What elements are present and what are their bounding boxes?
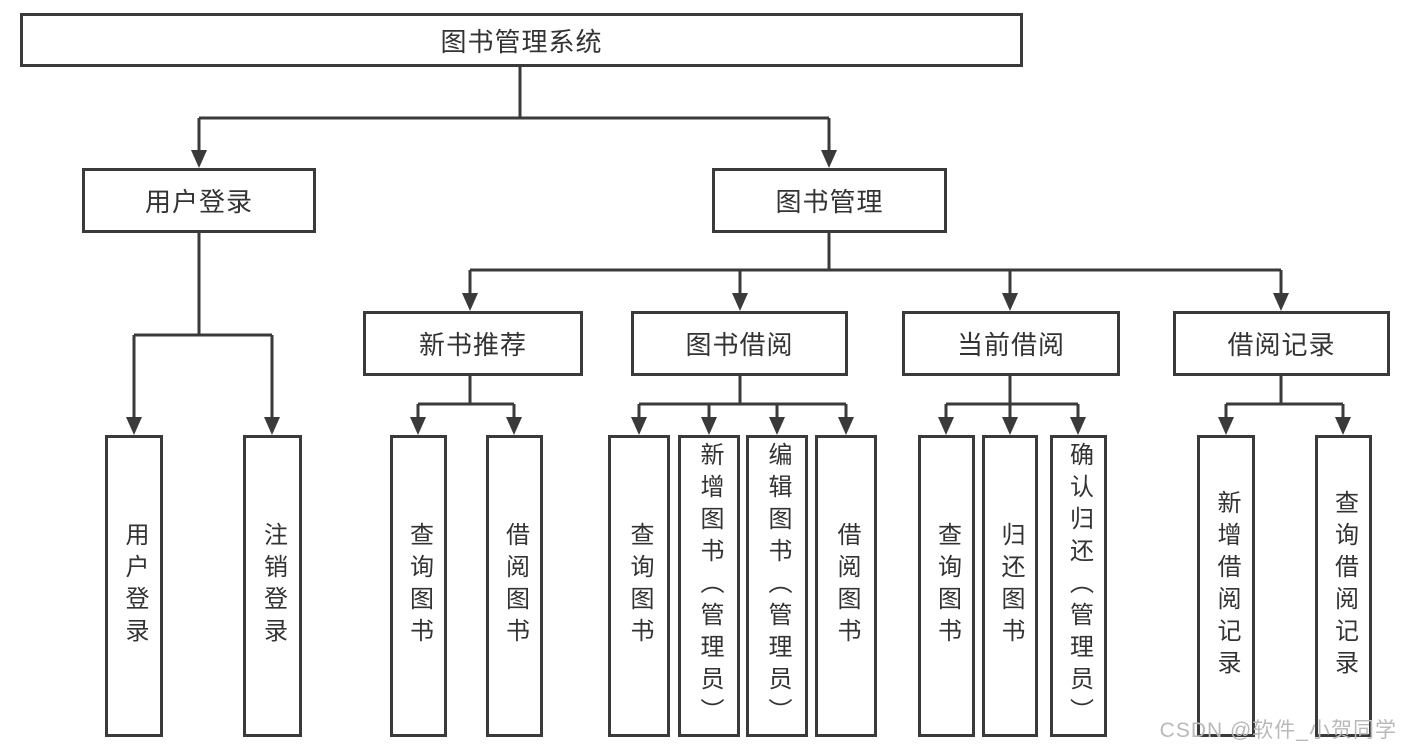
leaf-borrow-books: 借阅图书 bbox=[815, 435, 877, 737]
leaf-query-borrow-record: 查询借阅记录 bbox=[1315, 435, 1372, 737]
leaf-add-books-admin: 新增图书（管理员） bbox=[678, 435, 740, 737]
node-borrow-records-label: 借阅记录 bbox=[1227, 330, 1336, 360]
arrowhead-rec-leaf2 bbox=[506, 417, 522, 435]
node-root-system: 图书管理系统 bbox=[20, 13, 1023, 67]
arrowhead-bor-leaf2 bbox=[701, 417, 717, 435]
node-borrow-records: 借阅记录 bbox=[1173, 311, 1390, 376]
node-user-login: 用户登录 bbox=[82, 168, 316, 233]
leaf-confirm-return-admin: 确认归还（管理员） bbox=[1050, 435, 1107, 737]
arrowhead-current bbox=[1002, 293, 1018, 311]
arrowhead-book-mgmt bbox=[821, 150, 837, 168]
leaf-return-books: 归还图书 bbox=[982, 435, 1038, 737]
arrowhead-cur-leaf3 bbox=[1070, 417, 1086, 435]
node-new-book-recommend: 新书推荐 bbox=[363, 311, 583, 376]
leaf-edit-books-admin: 编辑图书（管理员） bbox=[746, 435, 808, 737]
leaf-user-login: 用户登录 bbox=[105, 435, 163, 737]
node-root-label: 图书管理系统 bbox=[440, 26, 603, 57]
arrowhead-records bbox=[1273, 293, 1289, 311]
leaf-add-borrow-record: 新增借阅记录 bbox=[1197, 435, 1255, 737]
arrowhead-cur-leaf2 bbox=[1002, 417, 1018, 435]
node-current-borrow: 当前借阅 bbox=[902, 311, 1120, 376]
leaf-borrow-books-recommend: 借阅图书 bbox=[486, 435, 543, 737]
node-user-login-label: 用户登录 bbox=[144, 187, 253, 217]
leaf-logout: 注销登录 bbox=[243, 435, 302, 737]
node-book-borrow: 图书借阅 bbox=[631, 311, 848, 376]
leaf-query-books-borrow: 查询图书 bbox=[608, 435, 670, 737]
leaf-query-books-recommend: 查询图书 bbox=[390, 435, 447, 737]
leaf-query-books-current: 查询图书 bbox=[918, 435, 975, 737]
arrowhead-cur-leaf1 bbox=[938, 417, 954, 435]
node-new-book-recommend-label: 新书推荐 bbox=[418, 330, 527, 360]
arrowhead-leaf-logout bbox=[264, 417, 280, 435]
node-book-management: 图书管理 bbox=[712, 168, 947, 233]
csdn-watermark: CSDN @软件_小贺同学 bbox=[1159, 719, 1397, 742]
node-book-management-label: 图书管理 bbox=[775, 187, 884, 217]
arrowhead-leaf-login bbox=[126, 417, 142, 435]
arrowhead-bor-leaf3 bbox=[769, 417, 785, 435]
arrowhead-recommend bbox=[462, 293, 478, 311]
arrowhead-rec-leaf1 bbox=[410, 417, 426, 435]
arrowhead-borrow bbox=[732, 293, 748, 311]
arrowhead-bor-leaf1 bbox=[631, 417, 647, 435]
arrowhead-recd-leaf2 bbox=[1335, 417, 1351, 435]
arrowhead-user-login bbox=[191, 150, 207, 168]
arrowhead-bor-leaf4 bbox=[838, 417, 854, 435]
arrowhead-recd-leaf1 bbox=[1218, 417, 1234, 435]
node-book-borrow-label: 图书借阅 bbox=[685, 330, 794, 360]
node-current-borrow-label: 当前借阅 bbox=[956, 330, 1065, 360]
